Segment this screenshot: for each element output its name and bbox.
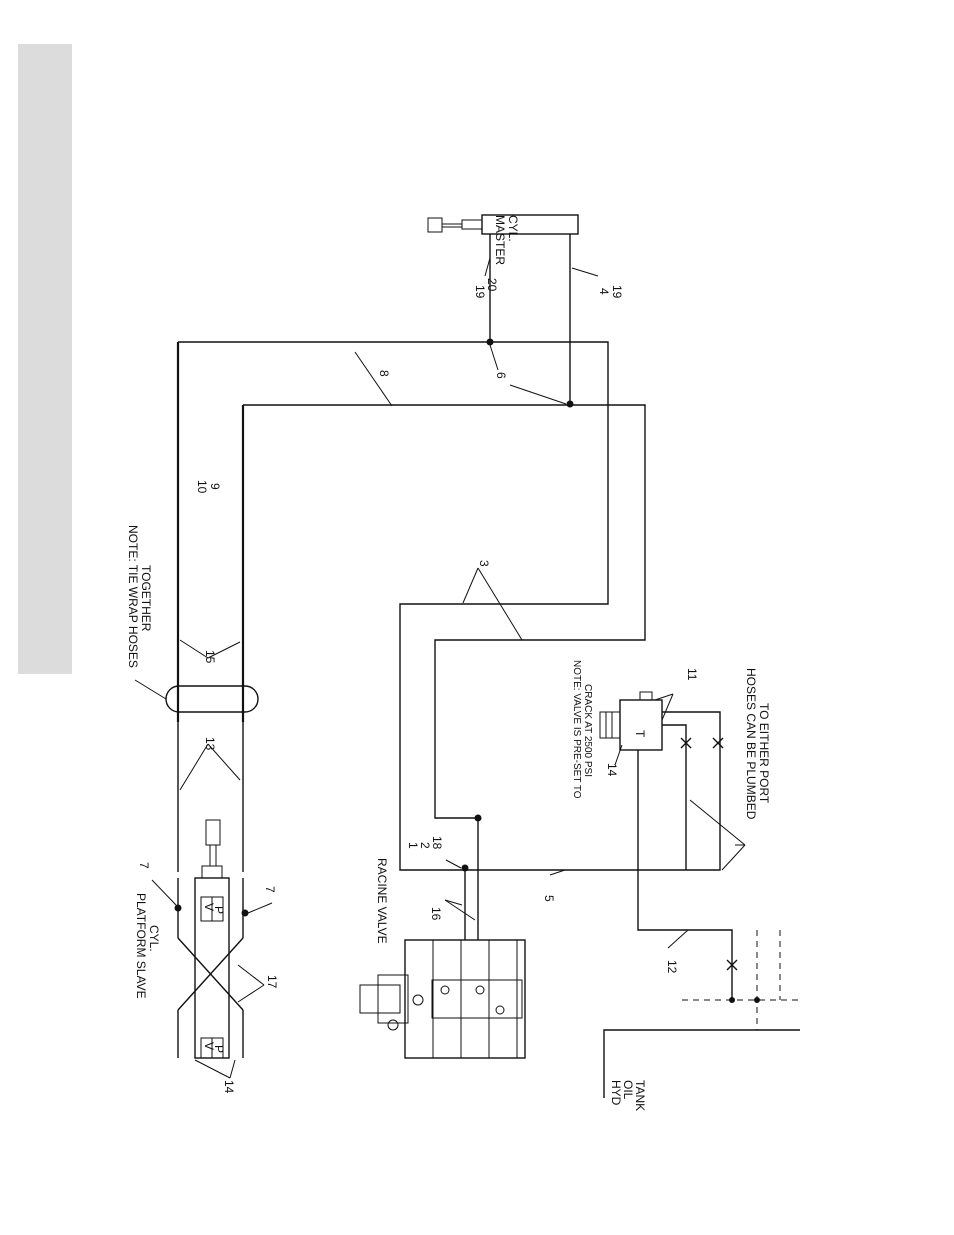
note-valve-line2: CRACK AT 2500 PSI	[582, 684, 593, 777]
callout-11: 11	[685, 668, 699, 681]
hyd-tank-line1: HYD	[609, 1080, 623, 1106]
hoses-plumbed-line1: HOSES CAN BE PLUMBED	[744, 668, 758, 820]
callout-15: 15	[203, 650, 217, 664]
callout-5: 5	[542, 895, 556, 902]
master-cyl-label-1: MASTER	[493, 215, 507, 265]
callout-17: 17	[265, 975, 279, 989]
hoses-plumbed-note: HOSES CAN BE PLUMBED TO EITHER PORT	[744, 668, 771, 820]
port-dot-7b	[242, 910, 249, 917]
callout-9: 9	[208, 483, 222, 490]
note-tie-line1: NOTE: TIE WRAP HOSES	[126, 525, 140, 668]
callout-leaders	[135, 258, 745, 1078]
port-p-lower: P	[212, 1045, 226, 1053]
plug-marks	[681, 738, 737, 970]
platform-slave-line1: PLATFORM SLAVE	[134, 893, 148, 999]
callout-7a: 7	[137, 862, 151, 869]
note-valve-line1: NOTE: VALVE IS PRE-SET TO	[571, 660, 582, 799]
callout-10: 10	[195, 480, 209, 494]
platform-slave-line2: CYL.	[147, 925, 161, 952]
port-t: T	[633, 730, 647, 738]
callout-20: 20	[485, 278, 499, 292]
callout-1: 1	[406, 842, 420, 849]
tank-junction-1	[729, 997, 735, 1003]
callout-12: 12	[665, 960, 679, 974]
callout-18: 18	[430, 836, 444, 850]
platform-slave-label: PLATFORM SLAVE CYL.	[134, 893, 161, 999]
port-dot-7a	[175, 905, 182, 912]
callout-14b: 14	[222, 1080, 236, 1094]
tie-wrap	[166, 686, 258, 712]
hose-12	[638, 750, 732, 1000]
callout-6: 6	[494, 372, 508, 379]
callout-3: 3	[477, 560, 491, 567]
callout-16: 16	[429, 907, 443, 921]
callout-2: 2	[418, 842, 432, 849]
racine-valve-label: RACINE VALVE	[375, 858, 389, 944]
junction-6b	[567, 401, 574, 408]
hyd-oil-tank-label: HYD OIL TANK	[609, 1080, 647, 1111]
note-tie-line2: TOGETHER	[139, 565, 153, 632]
relief-valve	[600, 692, 662, 750]
callout-7b: 7	[263, 886, 277, 893]
hyd-tank-line2: OIL	[621, 1080, 635, 1100]
port-p-upper: P	[212, 906, 226, 914]
callout-19a: 19	[473, 285, 487, 299]
racine-valve	[360, 940, 525, 1058]
junction-6	[487, 339, 494, 346]
callout-8: 8	[377, 370, 391, 377]
callout-19b: 19	[610, 285, 624, 299]
callout-4: 4	[597, 288, 611, 295]
callout-13: 13	[203, 737, 217, 751]
hoses-plumbed-line2: TO EITHER PORT	[757, 703, 771, 804]
callout-14a: 14	[605, 763, 619, 777]
tank-junction-2	[754, 997, 760, 1003]
note-valve-preset: NOTE: VALVE IS PRE-SET TO CRACK AT 2500 …	[571, 660, 593, 799]
hyd-tank-line3: TANK	[633, 1080, 647, 1111]
master-cyl-label-2: CYL.	[506, 215, 520, 242]
note-tie-wrap: NOTE: TIE WRAP HOSES TOGETHER	[126, 525, 153, 668]
